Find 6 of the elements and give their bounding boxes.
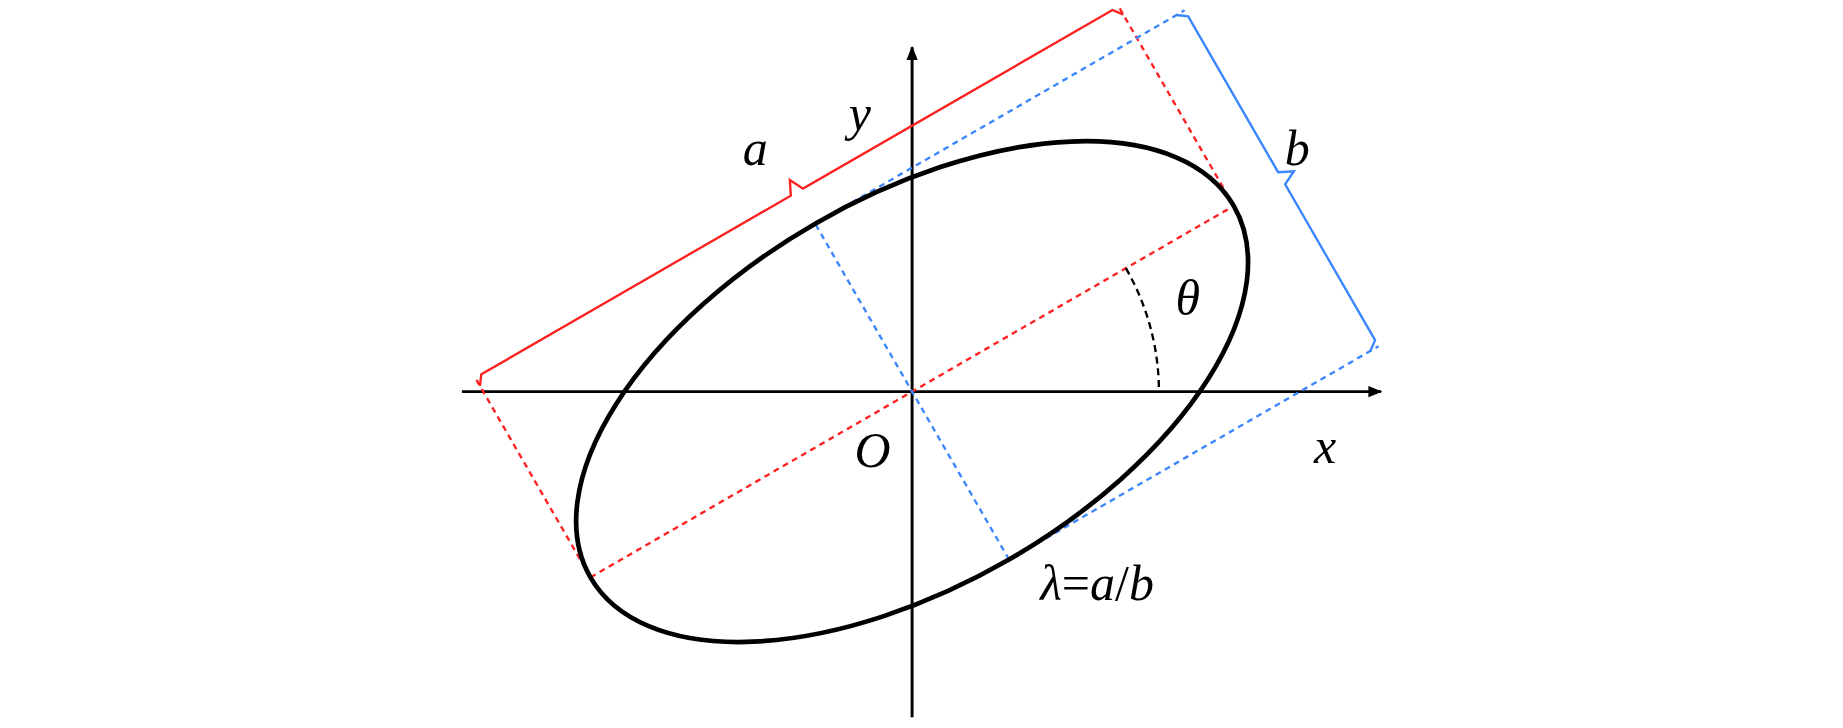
dimension-label: b [1284,123,1310,174]
axis-label: x [1314,420,1337,471]
angle-label: θ [1175,272,1200,323]
origin-label: O [854,425,891,476]
dimension-label: a [742,123,768,174]
formula-label: λ=a/b [1040,558,1154,609]
